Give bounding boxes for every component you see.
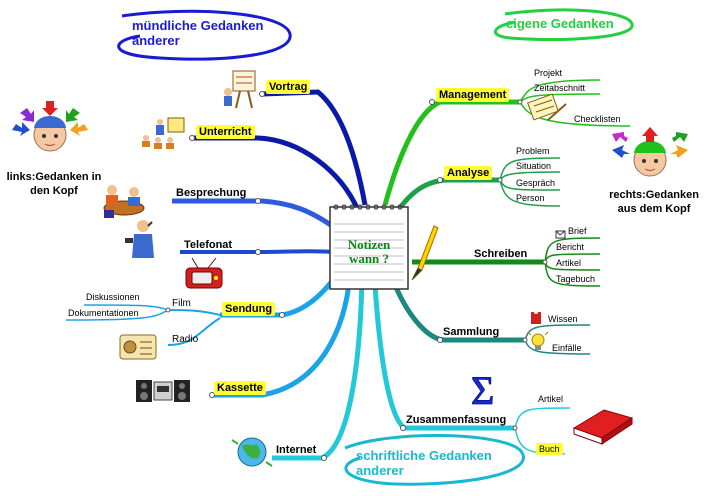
branch-sammlung-items xyxy=(524,324,591,355)
node-problem: Problem xyxy=(516,146,550,156)
notepad-icon xyxy=(329,204,409,290)
node-vortrag: Vortrag xyxy=(266,80,311,94)
node-sammlung: Sammlung xyxy=(443,326,500,338)
globe-icon xyxy=(231,437,273,467)
svg-text:Σ: Σ xyxy=(471,368,494,413)
sigma-icon: Σ xyxy=(471,368,495,414)
side-label-right: rechts:Gedanken aus dem Kopf xyxy=(609,189,699,215)
cassette-deck-icon xyxy=(136,380,190,402)
node-diskussionen: Diskussionen xyxy=(86,292,140,302)
node-besprechung: Besprechung xyxy=(176,187,247,199)
node-gespraech: Gespräch xyxy=(516,178,556,188)
cloud-top-right xyxy=(494,8,634,41)
node-person: Person xyxy=(516,193,545,203)
node-zeitabschnitt: Zeitabschnitt xyxy=(534,83,586,93)
radio-icon xyxy=(119,334,157,360)
branch-film xyxy=(167,309,221,316)
head-left-icon xyxy=(12,101,88,152)
branch-sammlung xyxy=(392,284,525,343)
info-icon xyxy=(531,310,541,324)
branch-diskussionen xyxy=(83,304,169,311)
node-situation: Situation xyxy=(516,161,552,171)
branch-unterricht xyxy=(192,135,361,212)
branch-schreiben-items xyxy=(544,237,601,287)
cloud-bottom xyxy=(344,434,525,486)
center-topic: Notizen wann ? xyxy=(336,238,402,266)
node-zusammenfassung-artikel: Artikel xyxy=(538,394,564,404)
branch-management xyxy=(382,99,520,206)
node-tagebuch: Tagebuch xyxy=(556,274,596,284)
telephone-icon xyxy=(125,220,154,258)
node-buch: Buch xyxy=(536,443,563,455)
cloud-top-left xyxy=(117,9,292,61)
node-wissen: Wissen xyxy=(548,314,578,324)
node-management: Management xyxy=(436,88,510,102)
node-radio: Radio xyxy=(172,334,199,345)
tv-icon xyxy=(185,257,223,289)
lecture-icon xyxy=(224,70,256,109)
book-icon xyxy=(572,409,634,445)
node-telefonat: Telefonat xyxy=(184,239,233,251)
meeting-icon xyxy=(103,185,145,218)
node-einfaelle: Einfälle xyxy=(552,343,582,353)
branch-management-items xyxy=(519,79,631,127)
cloud-label-oral: mündliche Gedanken anderer xyxy=(132,18,264,48)
branch-analyse-items xyxy=(499,157,561,207)
cloud-label-written: schriftliche Gedanken anderer xyxy=(356,448,492,478)
node-zusammenfassung: Zusammenfassung xyxy=(406,414,507,426)
classroom-icon xyxy=(142,117,185,149)
branch-analyse xyxy=(392,177,500,217)
node-artikel: Artikel xyxy=(556,258,582,268)
checklist-icon xyxy=(527,93,567,121)
cloud-label-own: eigene Gedanken xyxy=(506,16,614,31)
node-unterricht: Unterricht xyxy=(196,125,255,139)
node-checklisten: Checklisten xyxy=(574,114,621,124)
center-line-2: wann ? xyxy=(348,251,390,266)
side-label-left: links:Gedanken in den Kopf xyxy=(6,171,102,197)
branch-kassette xyxy=(212,274,353,398)
lightbulb-icon xyxy=(527,331,549,350)
node-sendung: Sendung xyxy=(222,302,276,316)
node-brief: Brief xyxy=(568,226,587,236)
branch-radio xyxy=(167,317,221,346)
node-internet: Internet xyxy=(276,444,317,456)
node-dokumentationen: Dokumentationen xyxy=(68,308,139,318)
branch-internet xyxy=(272,279,365,461)
pencil-icon xyxy=(411,225,439,281)
letter-icon xyxy=(555,230,566,239)
branch-vortrag xyxy=(261,89,368,206)
node-projekt: Projekt xyxy=(534,68,563,78)
head-right-icon xyxy=(612,127,688,177)
node-schreiben: Schreiben xyxy=(474,248,528,260)
node-film: Film xyxy=(172,298,191,309)
node-bericht: Bericht xyxy=(556,242,585,252)
branch-dokumentationen xyxy=(65,309,169,321)
branch-besprechung xyxy=(172,198,337,231)
center-line-1: Notizen xyxy=(347,237,391,252)
node-analyse: Analyse xyxy=(444,166,493,180)
node-kassette: Kassette xyxy=(214,381,266,395)
